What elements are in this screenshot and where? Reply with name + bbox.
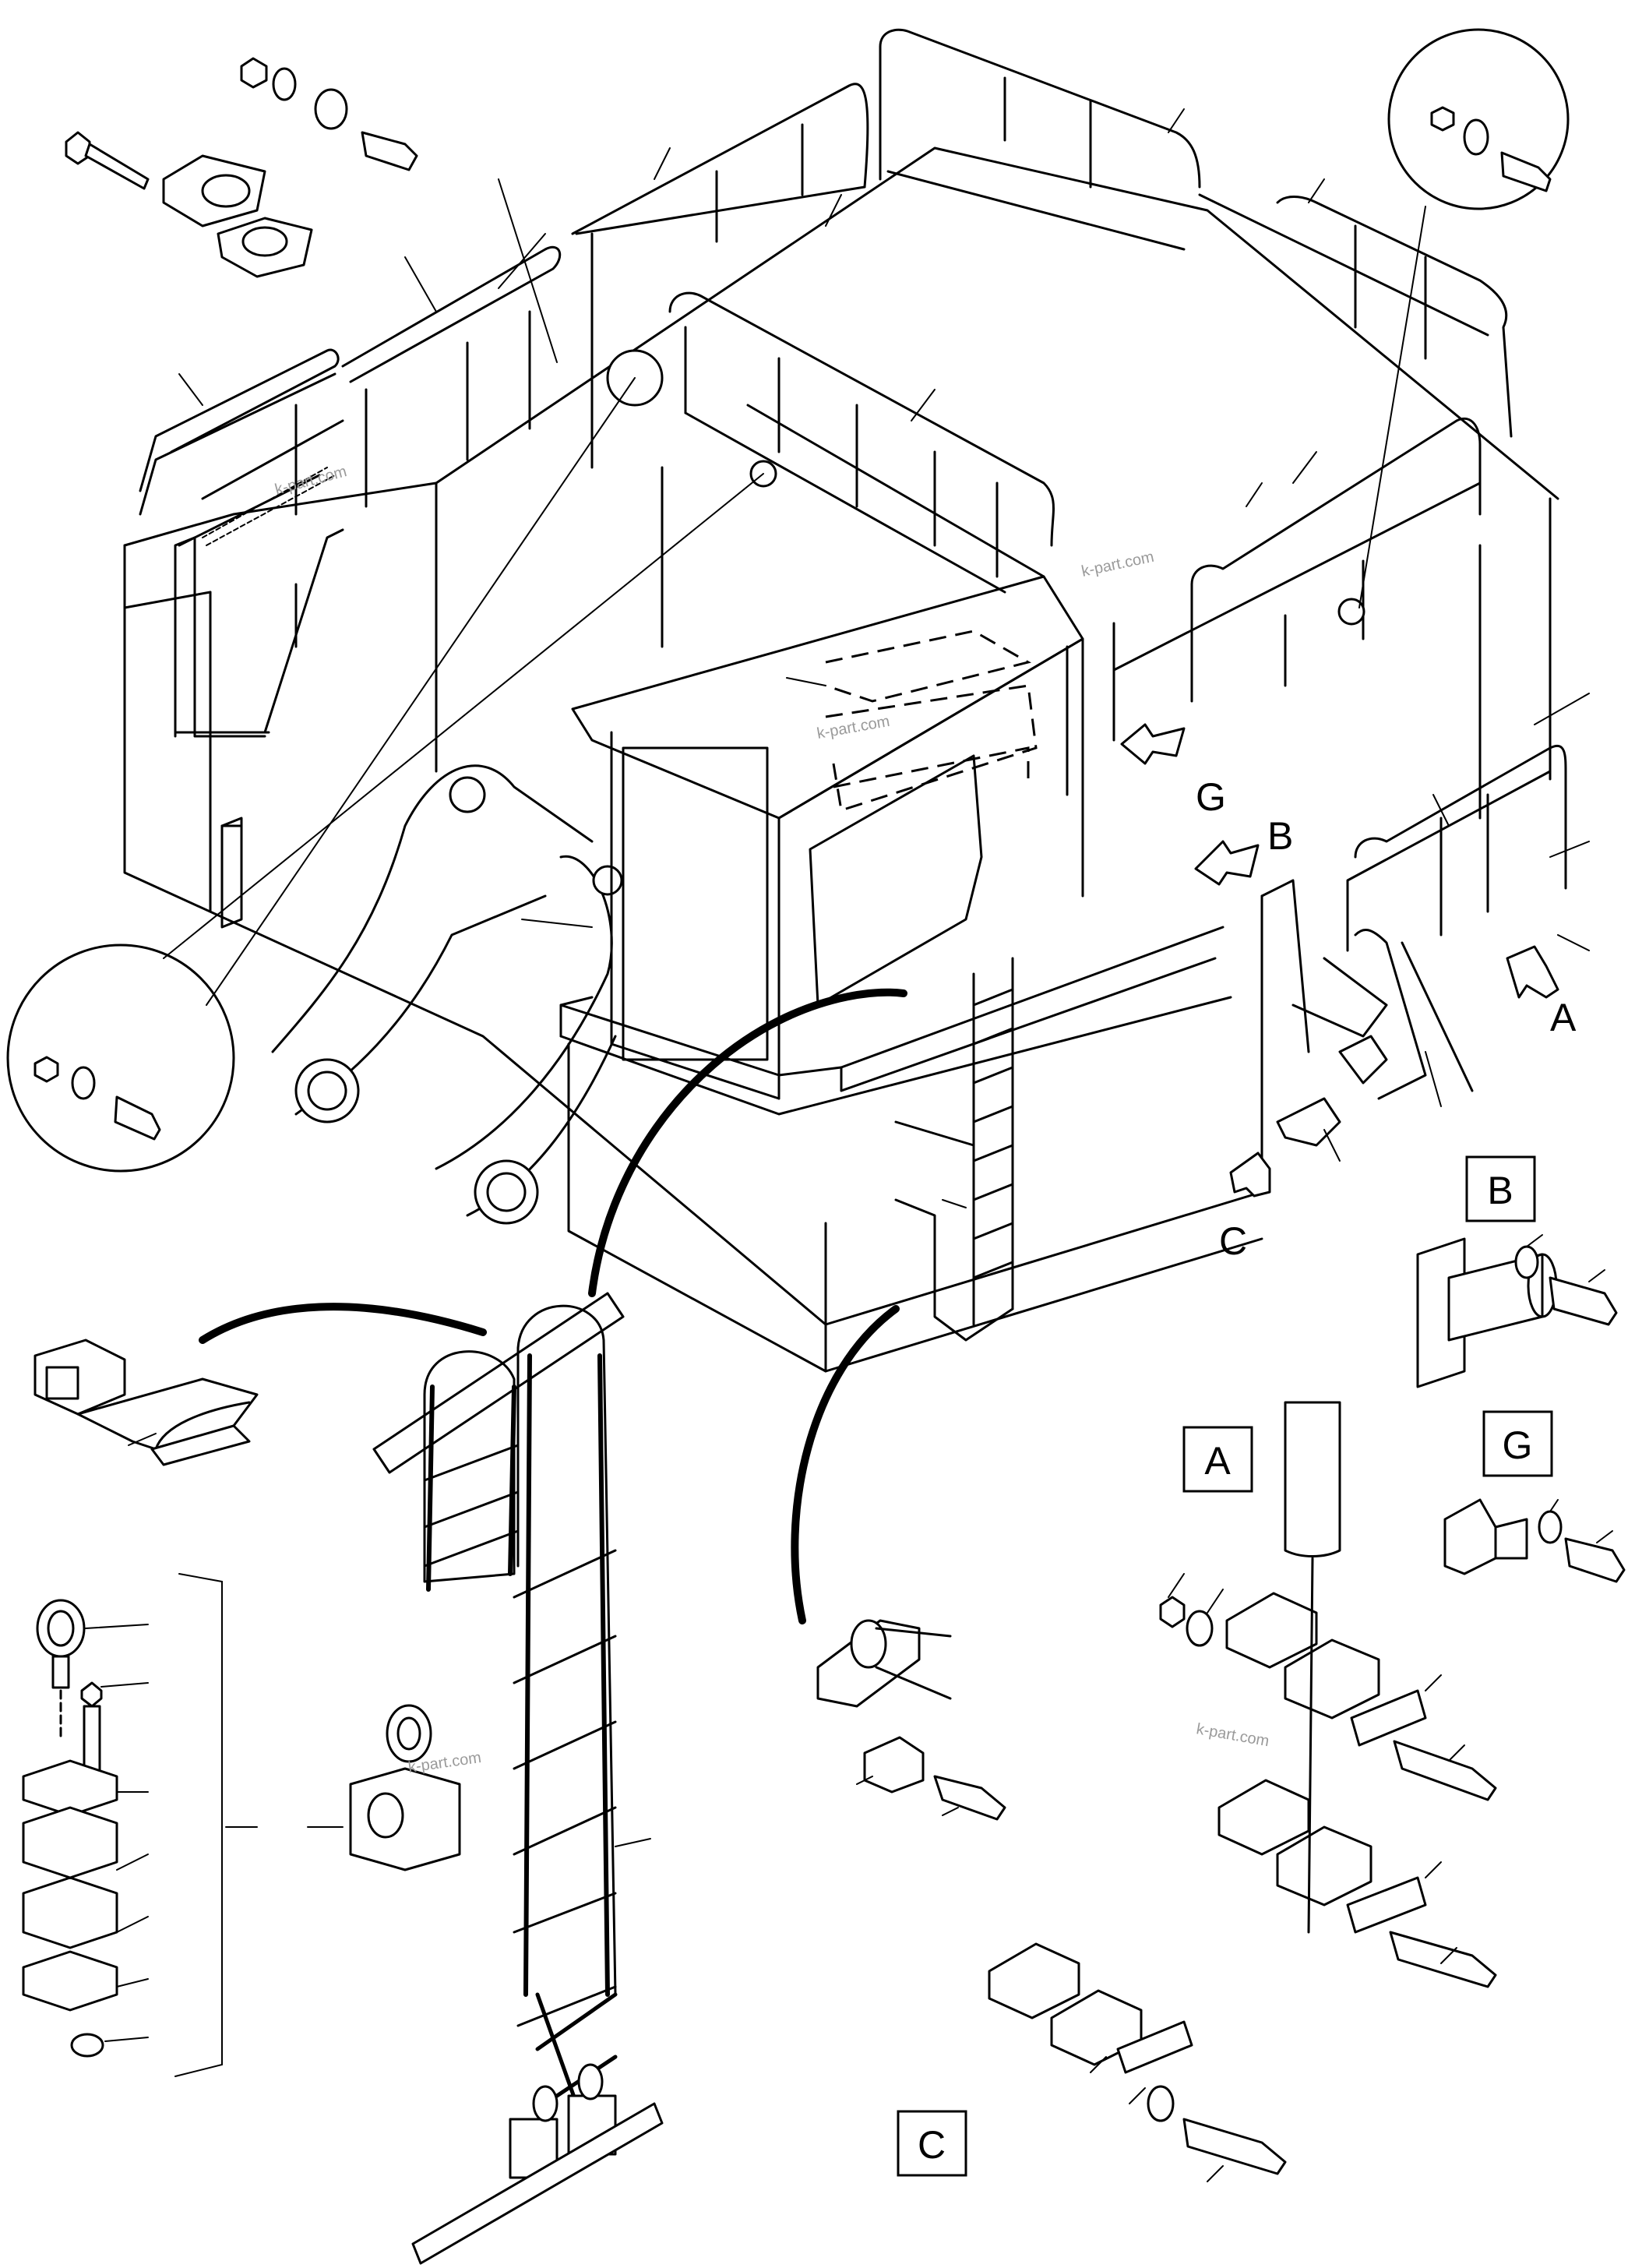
view-arrow-c (1229, 1152, 1271, 1197)
watermark: k-part.com (273, 463, 349, 499)
pin-assembly-mid (816, 1619, 1006, 1821)
watermark: k-part.com (1195, 1720, 1270, 1750)
view-label-c: C (1219, 1219, 1247, 1263)
leader-lines (178, 108, 1590, 1208)
detail-label-g: G (1503, 1423, 1533, 1467)
clamp-stack-left (22, 1573, 461, 2077)
detail-box-b (1465, 1155, 1536, 1222)
detail-box-a (1182, 1426, 1253, 1493)
detail-label-boxes: B G A C (897, 1155, 1553, 2177)
view-label-b: B (1267, 814, 1293, 858)
detail-circle-left (6, 377, 764, 1173)
fastener-set-top-left (65, 57, 418, 278)
view-label-a: A (1550, 996, 1577, 1039)
watermark: k-part.com (1080, 548, 1155, 580)
view-arrow-g (1120, 723, 1186, 765)
detail-label-c: C (918, 2123, 946, 2167)
detail-circle-right (1358, 28, 1570, 608)
detail-box-g (1482, 1410, 1553, 1477)
view-label-g: G (1196, 775, 1226, 819)
detail-label-a: A (1204, 1439, 1231, 1483)
view-arrows (1120, 723, 1559, 1197)
detail-c-assembly (988, 1942, 1287, 2182)
access-ladder-left (174, 419, 344, 738)
guard-railing-top (139, 28, 1513, 796)
guard-railing-right (1260, 745, 1567, 1147)
view-arrow-b (1194, 840, 1260, 886)
machine-frame (123, 146, 1559, 1373)
detail-box-c (897, 2110, 967, 2177)
detail-g-assembly (1443, 1498, 1626, 1583)
view-arrow-a (1506, 945, 1559, 999)
curve-leader-2 (791, 1305, 900, 1624)
rope-ladder (372, 1292, 664, 2265)
detail-a-assembly (1159, 1401, 1497, 1988)
view-labels: G B A C (1196, 775, 1577, 1263)
base-ladder (894, 957, 1014, 1342)
curve-leader-1 (588, 988, 907, 1297)
curve-leader-3 (199, 1303, 487, 1344)
hook-bracket (33, 1339, 259, 1466)
detail-label-b: B (1487, 1169, 1513, 1212)
detail-b-assembly (1416, 1234, 1618, 1388)
